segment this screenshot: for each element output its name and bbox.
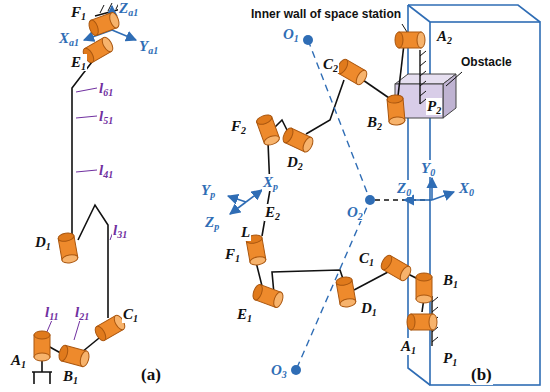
symbol-label: A1: [10, 352, 27, 369]
symbol-label: l21: [74, 304, 90, 321]
link: [78, 205, 108, 318]
panel-caption: (a): [140, 366, 162, 385]
symbol-label: B2: [366, 114, 383, 131]
symbol-label: l41: [98, 162, 114, 179]
callout-text: Inner wall of space station: [250, 8, 402, 21]
symbol-label: C2: [322, 56, 339, 73]
joint-cylinder: [87, 11, 121, 36]
symbol-label: A1: [400, 338, 417, 355]
symbol-label: D1: [34, 234, 52, 251]
symbol-label: D1: [360, 300, 378, 317]
symbol-label: O3: [270, 362, 288, 379]
symbol-label: Xa1: [58, 30, 80, 47]
station-wall: [408, 5, 540, 385]
symbol-label: Za1: [118, 0, 139, 17]
joint-cylinder: [387, 94, 406, 125]
joint-cylinder: [335, 58, 369, 87]
symbol-label: l31: [112, 222, 128, 239]
joint-cylinder: [407, 314, 437, 330]
panel-caption: (b): [470, 366, 493, 385]
symbol-label: B1: [62, 368, 79, 385]
symbol-label: C1: [122, 306, 139, 323]
symbol-label: Ya1: [138, 38, 159, 55]
symbol-label: L: [240, 224, 251, 241]
symbol-label: l61: [98, 80, 114, 97]
link: [72, 58, 95, 236]
symbol-label: X0: [458, 180, 475, 197]
symbol-label: C1: [358, 250, 375, 267]
symbol-label: O1: [282, 26, 300, 43]
symbol-label: F1: [70, 4, 87, 21]
callout-text: Obstacle: [460, 56, 513, 69]
symbol-label: A2: [436, 28, 453, 45]
symbol-label: Z0: [396, 180, 412, 197]
joint-cylinder: [251, 283, 285, 308]
joint-cylinder: [57, 344, 90, 367]
joint-cylinder: [416, 273, 432, 303]
symbol-label: Y0: [420, 160, 436, 177]
symbol-label: l11: [44, 304, 60, 321]
symbol-label: l51: [98, 108, 114, 125]
symbol-label: P2: [426, 98, 442, 115]
leaders-a: [46, 88, 113, 340]
symbol-label: P1: [442, 350, 458, 367]
joint-cylinder: [58, 232, 79, 264]
symbol-label: E2: [264, 204, 281, 221]
symbol-label: Zp: [204, 214, 220, 231]
arm-a: [32, 0, 132, 384]
joint-cylinder: [34, 331, 50, 361]
symbol-label: E1: [236, 306, 253, 323]
arm-b: [256, 44, 424, 312]
joint-cylinder: [336, 276, 357, 308]
symbol-label: O2: [346, 204, 364, 221]
joint-cylinder: [255, 113, 280, 147]
symbol-label: Yp: [200, 182, 216, 199]
symbol-label: Xp: [262, 174, 279, 191]
base-fork: [32, 360, 52, 384]
joint-cylinder: [395, 32, 425, 48]
symbol-label: D2: [286, 154, 304, 171]
symbol-label: E1: [70, 54, 87, 71]
symbol-label: F1: [224, 246, 241, 263]
joint-cylinder: [379, 254, 413, 283]
joint-cylinder: [281, 126, 315, 153]
symbol-label: B1: [442, 272, 459, 289]
symbol-label: F2: [230, 118, 247, 135]
